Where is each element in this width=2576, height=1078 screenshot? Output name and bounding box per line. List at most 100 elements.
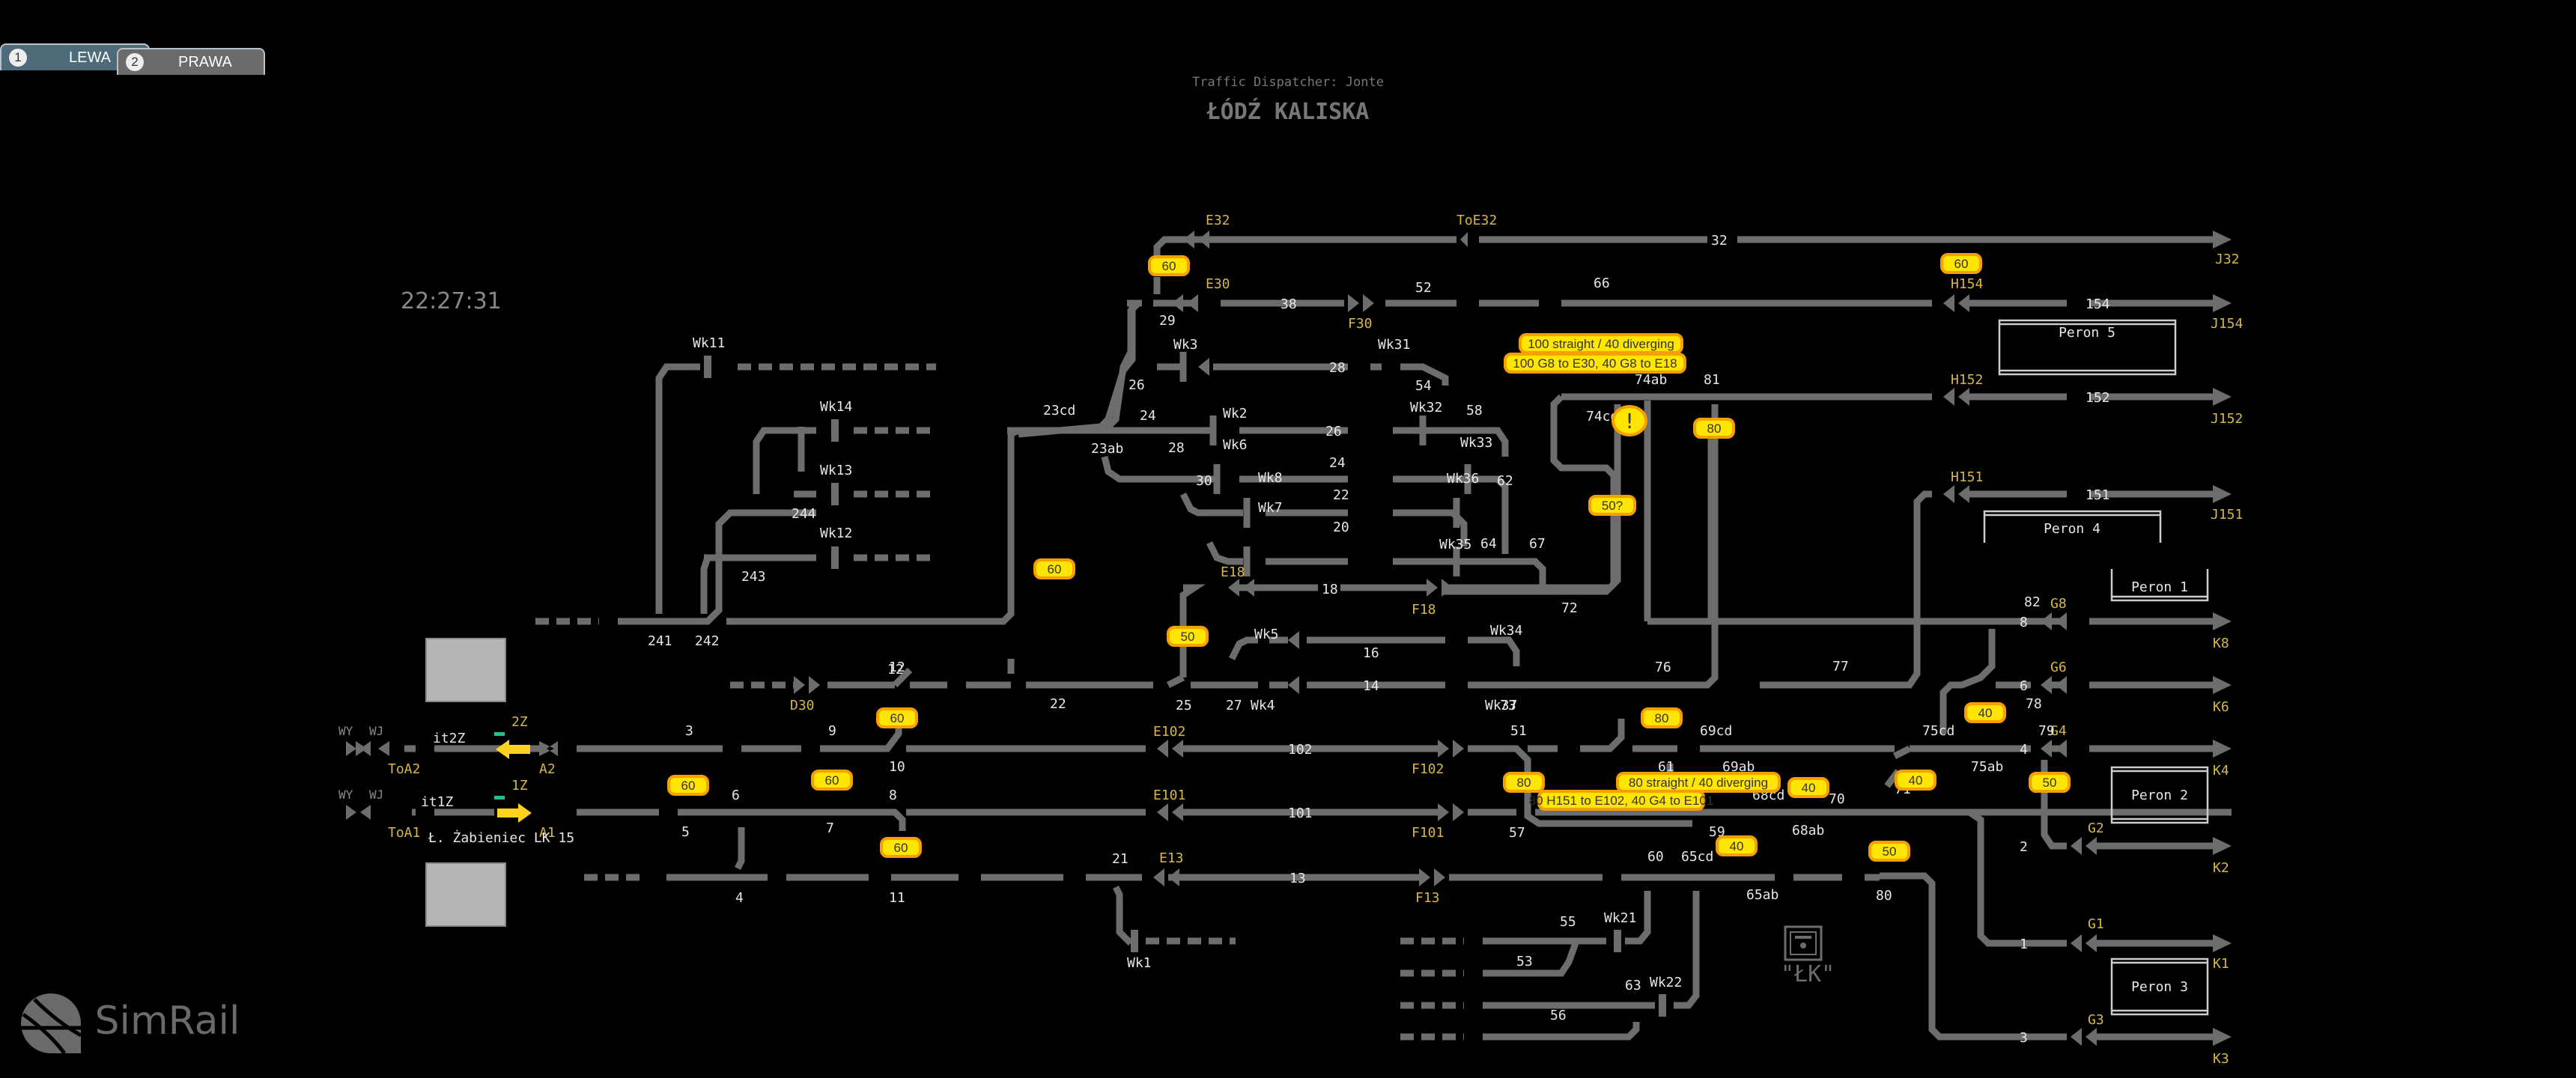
switch-30[interactable]: 30 bbox=[1196, 473, 1212, 489]
track-28-group[interactable] bbox=[1007, 352, 1546, 591]
track-number-28[interactable]: 28 bbox=[1329, 360, 1346, 376]
track-number-22[interactable]: 22 bbox=[1333, 487, 1349, 503]
track-number-14[interactable]: 14 bbox=[1363, 678, 1379, 694]
route-arrow-1z[interactable] bbox=[494, 796, 532, 823]
entry-lines[interactable] bbox=[346, 741, 494, 820]
switch-64[interactable]: 64 bbox=[1480, 536, 1497, 552]
shunt-signal-wk13[interactable]: Wk13 bbox=[820, 463, 852, 478]
switch-76[interactable]: 76 bbox=[1655, 660, 1671, 675]
track-13[interactable] bbox=[584, 827, 1880, 952]
shunt-signal-wk7[interactable]: Wk7 bbox=[1258, 500, 1283, 516]
track-number-102[interactable]: 102 bbox=[1288, 742, 1313, 758]
speed-limit-badge[interactable]: 60 bbox=[1940, 253, 1982, 274]
switch-73[interactable]: 73 bbox=[1500, 698, 1516, 713]
switch-72[interactable]: 72 bbox=[1561, 600, 1578, 616]
speed-limit-badge[interactable]: 40 bbox=[1716, 835, 1758, 856]
signal-e102[interactable]: E102 bbox=[1153, 724, 1185, 740]
signal-k4[interactable]: K4 bbox=[2213, 763, 2229, 779]
switch-56[interactable]: 56 bbox=[1550, 1008, 1567, 1023]
signal-g2[interactable]: G2 bbox=[2088, 820, 2104, 836]
signal-toe32[interactable]: ToE32 bbox=[1456, 213, 1497, 228]
signal-j154[interactable]: J154 bbox=[2211, 316, 2243, 332]
switch-28[interactable]: 28 bbox=[1168, 440, 1185, 456]
signal-toa1[interactable]: ToA1 bbox=[388, 825, 420, 841]
switch-24[interactable]: 24 bbox=[1140, 408, 1156, 424]
shunt-signal-wk33[interactable]: Wk33 bbox=[1460, 435, 1492, 451]
track-3[interactable] bbox=[1880, 872, 2232, 1046]
switch-9[interactable]: 9 bbox=[828, 723, 836, 739]
speed-tooltip-line2[interactable]: 80 H151 to E102, 40 G4 to E101 bbox=[1529, 790, 1714, 811]
switch-63[interactable]: 63 bbox=[1625, 978, 1641, 993]
switch-77[interactable]: 77 bbox=[1832, 659, 1849, 674]
speed-limit-badge[interactable]: 50 bbox=[1868, 841, 1910, 862]
signal-j152[interactable]: J152 bbox=[2211, 411, 2243, 427]
switch-80[interactable]: 80 bbox=[1876, 888, 1892, 904]
track-16-14[interactable] bbox=[1166, 404, 1719, 694]
track-number-20[interactable]: 20 bbox=[1333, 520, 1349, 535]
switch-242[interactable]: 242 bbox=[695, 633, 720, 649]
track-4[interactable] bbox=[1700, 740, 2232, 788]
switch-78[interactable]: 78 bbox=[2026, 696, 2042, 712]
track-number-16[interactable]: 16 bbox=[1363, 645, 1379, 661]
track-number-101[interactable]: 101 bbox=[1288, 806, 1313, 821]
tab-prawa[interactable]: 2 PRAWA bbox=[117, 48, 265, 75]
signal-g3[interactable]: G3 bbox=[2088, 1012, 2104, 1028]
speed-limit-badge[interactable]: 60 bbox=[880, 837, 922, 858]
track-number-8[interactable]: 8 bbox=[2020, 615, 2028, 630]
switch-58[interactable]: 58 bbox=[1466, 403, 1483, 418]
switch-5[interactable]: 5 bbox=[681, 824, 690, 840]
switch-53[interactable]: 53 bbox=[1516, 954, 1533, 969]
signal-g6[interactable]: G6 bbox=[2050, 660, 2067, 675]
track-6[interactable] bbox=[1939, 629, 2232, 734]
shunt-signal-wk3[interactable]: Wk3 bbox=[1173, 337, 1198, 353]
shunt-signal-wk12[interactable]: Wk12 bbox=[820, 526, 852, 541]
shunt-signal-wk4[interactable]: Wk4 bbox=[1251, 698, 1275, 713]
signal-e32[interactable]: E32 bbox=[1206, 213, 1230, 228]
shunt-signal-wk31[interactable]: Wk31 bbox=[1378, 337, 1410, 353]
switch-26[interactable]: 26 bbox=[1128, 377, 1145, 393]
signal-a2[interactable]: A2 bbox=[539, 761, 556, 777]
signal-f13[interactable]: F13 bbox=[1415, 890, 1440, 906]
switch-22[interactable]: 22 bbox=[1050, 696, 1066, 712]
switch-75ab[interactable]: 75ab bbox=[1971, 759, 2003, 775]
shunt-signal-wk35[interactable]: Wk35 bbox=[1439, 537, 1471, 552]
shunt-signal-wk5[interactable]: Wk5 bbox=[1254, 627, 1279, 642]
switch-3[interactable]: 3 bbox=[685, 723, 693, 739]
track-number-3[interactable]: 3 bbox=[2020, 1030, 2028, 1046]
signal-k3[interactable]: K3 bbox=[2213, 1051, 2229, 1067]
signal-h151[interactable]: H151 bbox=[1951, 469, 1983, 485]
track-number-24[interactable]: 24 bbox=[1329, 455, 1346, 471]
signal-d30[interactable]: D30 bbox=[790, 698, 815, 713]
switch-4[interactable]: 4 bbox=[735, 890, 744, 906]
track-number-152[interactable]: 152 bbox=[2086, 390, 2110, 406]
speed-limit-badge[interactable]: 60 bbox=[1033, 558, 1075, 579]
block-indicator-1[interactable] bbox=[425, 862, 506, 927]
track-11[interactable] bbox=[535, 356, 1021, 625]
track-32[interactable] bbox=[1153, 231, 2232, 294]
track-number-4[interactable]: 4 bbox=[2020, 742, 2028, 758]
switch-241[interactable]: 241 bbox=[648, 633, 672, 649]
signal-e30[interactable]: E30 bbox=[1206, 276, 1230, 292]
track-number-12[interactable]: 12 bbox=[887, 662, 904, 677]
speed-limit-badge[interactable]: 40 bbox=[1787, 777, 1829, 798]
signal-toa2[interactable]: ToA2 bbox=[388, 761, 420, 777]
speed-limit-badge[interactable]: 80 bbox=[1693, 418, 1735, 439]
speed-limit-badge[interactable]: 80 bbox=[1641, 707, 1683, 728]
switch-65cd[interactable]: 65cd bbox=[1681, 849, 1713, 865]
signal-h154[interactable]: H154 bbox=[1951, 276, 1983, 292]
track-1[interactable] bbox=[1647, 808, 2232, 952]
track-number-151[interactable]: 151 bbox=[2086, 487, 2110, 503]
shunt-signal-wk32[interactable]: Wk32 bbox=[1410, 400, 1442, 415]
switch-81[interactable]: 81 bbox=[1704, 372, 1720, 388]
switch-23cd[interactable]: 23cd bbox=[1043, 403, 1075, 418]
track-number-1[interactable]: 1 bbox=[2020, 937, 2028, 952]
signal-f101[interactable]: F101 bbox=[1412, 825, 1444, 841]
shunt-signal-wk8[interactable]: Wk8 bbox=[1258, 470, 1283, 486]
shunt-signal-wk37[interactable]: Wk37 bbox=[1485, 698, 1517, 713]
entry-track-it1z[interactable]: it1Z bbox=[421, 794, 454, 810]
track-2[interactable] bbox=[2041, 760, 2232, 855]
switch-79[interactable]: 79 bbox=[2038, 723, 2055, 739]
shunt-signal-wk1[interactable]: Wk1 bbox=[1127, 955, 1152, 971]
track-number-18[interactable]: 18 bbox=[1322, 582, 1338, 597]
track-18[interactable] bbox=[1179, 404, 1621, 677]
